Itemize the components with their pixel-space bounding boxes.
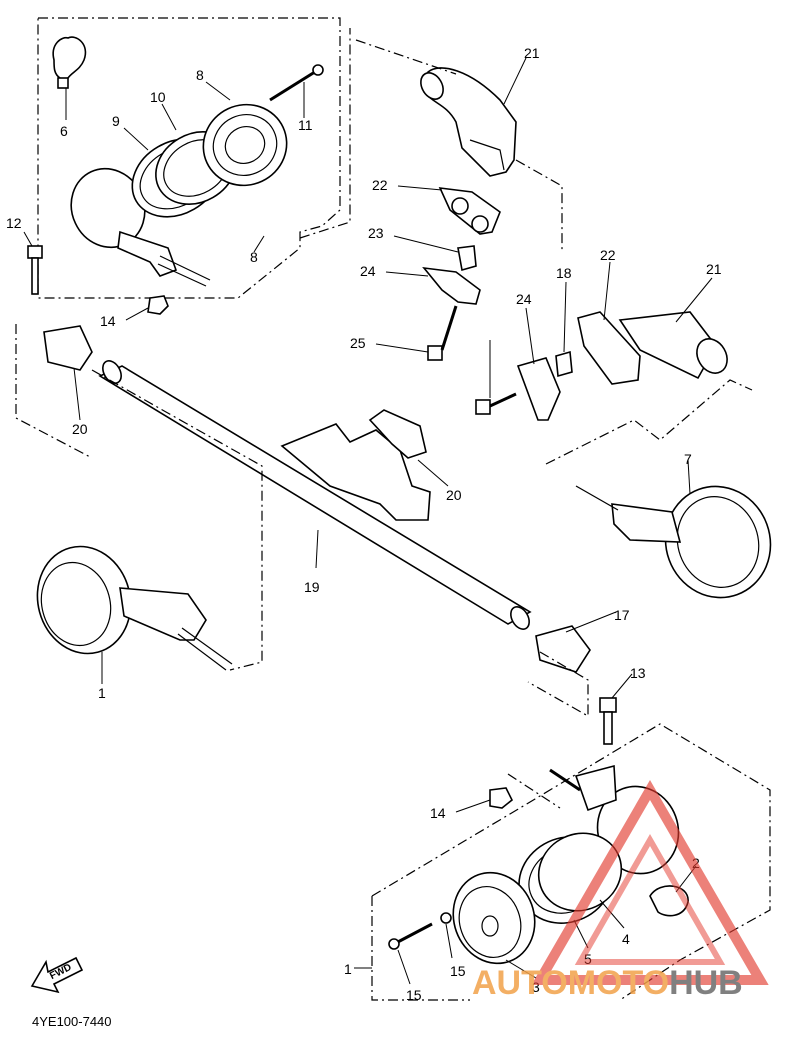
callout-15-lower: 14	[430, 805, 446, 821]
callout-14-upper: 12	[6, 215, 22, 231]
callout-8-right: 7	[684, 451, 692, 467]
callout-9: 6	[60, 123, 68, 139]
callout-3: 3	[532, 979, 540, 995]
callout-labels: 6 8 10 9 11 12 8 14 21 22 23 24 25 24 18…	[6, 45, 722, 1003]
fwd-arrow-icon: FWD	[30, 956, 84, 994]
bolt-part	[27, 245, 43, 295]
watermark-logo: AUTOMOTOHUB	[472, 780, 769, 1002]
callout-21-left: 23	[368, 225, 384, 241]
assembly-boundary-middle	[15, 324, 589, 718]
mount-bracket-25-part	[280, 409, 431, 521]
watermark-text-part2: HUB	[669, 964, 743, 1002]
screw-part	[269, 64, 324, 102]
callout-7: 15	[450, 963, 466, 979]
turn-signal-assembly-left-part	[36, 545, 233, 671]
bracket-16-part	[618, 311, 728, 380]
callout-6: 15	[406, 987, 422, 1003]
plate-20-part	[422, 266, 561, 421]
lens-housing-part	[70, 167, 211, 287]
bolt-22-part	[427, 305, 517, 415]
nut-part	[147, 295, 169, 315]
turn-signal-assembly-right-part	[575, 485, 772, 599]
callout-24-left: 20	[72, 421, 88, 437]
callout-1-lower: 1	[344, 961, 352, 977]
assembly-boundary-upper-left	[37, 17, 351, 299]
watermark-text-part1: AUTOMOTO	[472, 964, 669, 1002]
callout-20-right: 24	[516, 291, 532, 307]
callout-15-upper: 14	[100, 313, 116, 329]
callout-10: 8	[196, 67, 204, 83]
damper-rubber-24-part	[43, 325, 591, 673]
callout-23: 19	[304, 579, 320, 595]
callout-24-right: 17	[614, 607, 630, 623]
nut-15-lower-part	[489, 787, 514, 809]
lens-3-part	[452, 871, 536, 965]
callout-4: 4	[622, 931, 630, 947]
stay-tube-part	[98, 360, 532, 630]
bracket-18-part	[577, 311, 641, 385]
callout-20-left: 24	[360, 263, 376, 279]
leader-lines	[23, 57, 713, 985]
callout-1-left: 1	[98, 685, 106, 701]
callout-13: 11	[298, 117, 313, 133]
callout-8-upper: 8	[250, 249, 258, 265]
callout-14-lower: 13	[630, 665, 646, 681]
callout-18: 22	[600, 247, 616, 263]
callout-16: 21	[706, 261, 722, 277]
callout-25: 20	[446, 487, 462, 503]
svg-text:AUTOMOTOHUB: AUTOMOTOHUB	[472, 964, 743, 1002]
rim-part	[202, 103, 288, 187]
spacer-21-part	[457, 245, 573, 378]
callout-17: 21	[524, 45, 540, 61]
assembly-boundary-upper-right	[355, 39, 753, 465]
callout-21-right: 18	[556, 265, 572, 281]
callout-11: 9	[112, 113, 120, 129]
bolt-14-lower-part	[599, 697, 617, 745]
callout-19: 22	[372, 177, 388, 193]
callout-12: 10	[150, 89, 166, 105]
clamp-19-part	[438, 187, 501, 235]
washer-7-part	[440, 912, 452, 924]
callout-22-left: 25	[350, 335, 366, 351]
screw-6-part	[388, 922, 433, 950]
diagram-code: 4YE100-7440	[32, 1014, 112, 1029]
bulb-part	[52, 36, 87, 89]
bracket-17-part	[420, 67, 517, 177]
